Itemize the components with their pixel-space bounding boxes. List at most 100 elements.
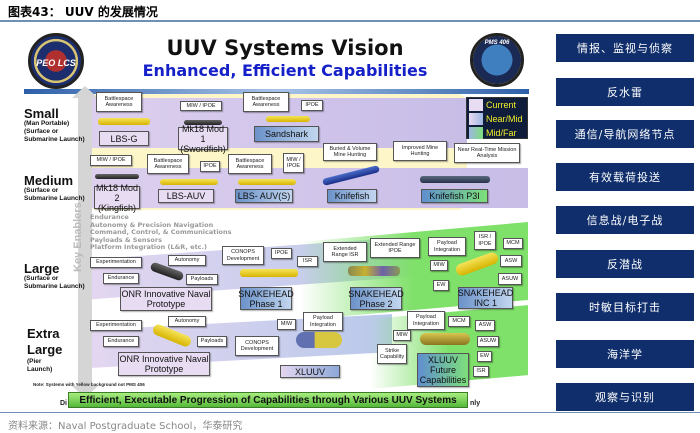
figure-title: 图表43： UUV 的发展情况	[8, 5, 158, 19]
cap-box: MIW / IPOE	[90, 155, 132, 166]
cap-box: MCM	[503, 238, 523, 249]
legend-label: Mid/Far	[486, 128, 517, 138]
cap-box: MIW / IPOE	[283, 153, 304, 173]
key-enablers-axis	[78, 94, 92, 390]
cap-box: ISR	[473, 366, 489, 377]
legend: Current Near/Mid Mid/Far	[466, 97, 528, 139]
lbs-g-vehicle-icon	[98, 118, 150, 125]
enabler-item: Command, Control, & Communications	[90, 228, 232, 236]
logo-left-text: PEO LCS	[36, 58, 76, 68]
legend-label: Near/Mid	[486, 114, 523, 124]
vehicle-lbs-g: LBS-G	[99, 131, 149, 146]
category-small: Small (Man Portable) (Surface or Submari…	[24, 107, 85, 144]
legend-item-mid-far: Mid/Far	[469, 127, 527, 139]
lbs-auv-vehicle-icon	[160, 179, 218, 185]
category-sub: (Man Portable)	[24, 120, 70, 127]
category-sub: Submarine Launch)	[24, 283, 85, 290]
vehicle-xluuv-future: XLUUV Future Capabilities	[417, 353, 469, 387]
snakehead-phase2-vehicle-icon	[348, 266, 400, 276]
cap-box: Experimentation	[90, 320, 142, 331]
axis-arrow-up-icon	[72, 86, 98, 98]
cap-box: Payload Integration	[428, 237, 466, 256]
mission-box-mcm: 反水雷	[556, 78, 694, 106]
cap-box: Autonomy	[168, 255, 206, 266]
cap-box: Extended Range IPOE	[370, 238, 420, 258]
vehicle-lbs-auv: LBS-AUV	[158, 189, 214, 203]
slide-title: UUV Systems Vision	[166, 36, 404, 60]
cap-box: Endurance	[103, 273, 139, 284]
cap-box: Payload Integration	[303, 312, 343, 331]
logo-right-text: PMS 406	[484, 40, 510, 46]
cap-box: Autonomy	[168, 316, 206, 327]
xluuv-future-vehicle-icon	[420, 333, 470, 345]
mission-box-comm-nav: 通信/导航网络节点	[556, 120, 694, 148]
cap-box: IPOE	[271, 248, 292, 259]
banner-right-clip: nly	[470, 400, 481, 407]
vehicle-knifefish-p3i: Knifefish P3I	[421, 189, 488, 203]
category-sub: (Pier Launch)	[27, 358, 53, 373]
mission-box-isr: 情报、监视与侦察	[556, 34, 694, 62]
peo-lcs-logo: PEO LCS	[28, 33, 84, 89]
cap-box: CONOPS Development	[235, 336, 279, 356]
cap-box: ASW	[500, 255, 522, 267]
legend-swatch	[469, 113, 483, 125]
cap-box: MIW	[277, 319, 296, 330]
vehicle-mk18-mod1: Mk18 Mod 1 (Swordfish)	[178, 124, 228, 154]
header-gradient-bar	[24, 89, 529, 94]
mission-box-iw-ew: 信息战/电子战	[556, 206, 694, 234]
cap-box: Battlespace Awareness	[96, 92, 142, 112]
vehicle-onr-prototype-large: ONR Innovative Naval Prototype	[120, 287, 212, 311]
mission-box-asw: 反潜战	[556, 250, 694, 278]
sandshark-vehicle-icon	[266, 116, 310, 122]
legend-item-current: Current	[469, 99, 527, 111]
cap-box: Experimentation	[90, 257, 142, 268]
category-sub: (Surface or	[24, 275, 59, 282]
cap-box: MIW / IPOE	[180, 101, 222, 111]
category-sub: Submarine Launch)	[24, 136, 85, 143]
category-name: Small	[24, 106, 59, 121]
bottom-banner: Efficient, Executable Progression of Cap…	[68, 392, 468, 408]
bottom-divider	[0, 412, 700, 413]
cap-box: Improved Mine Hunting	[393, 141, 447, 161]
vehicle-onr-prototype-xl: ONR Innovative Naval Prototype	[118, 352, 210, 376]
cap-box: EW	[433, 280, 449, 291]
cap-box: Battlespace Awareness	[243, 92, 289, 112]
mission-box-tst: 时敏目标打击	[556, 293, 694, 321]
category-sub: (Surface or	[24, 128, 59, 135]
cap-box: Payloads	[186, 274, 218, 285]
mission-box-observe: 观察与识别	[556, 383, 694, 411]
category-sub: Submarine Launch)	[24, 195, 85, 202]
category-name: Extra Large	[27, 326, 63, 357]
source-note: 资料来源：Naval Postgraduate School，华泰研究	[8, 421, 243, 432]
key-enablers-label: Key Enablers	[72, 202, 84, 272]
cap-box: Battlespace Awareness	[147, 154, 189, 174]
swordfish-vehicle-icon	[184, 120, 222, 125]
category-name: Large	[24, 261, 60, 276]
vehicle-xluuv: XLUUV	[280, 365, 340, 378]
key-enablers-list: Endurance Autonomy & Precision Navigatio…	[90, 213, 232, 252]
slide-subtitle: Enhanced, Efficient Capabilities	[142, 61, 428, 80]
enabler-item: Payloads & Sensors	[90, 235, 162, 244]
legend-swatch	[469, 127, 483, 139]
xluuv-vehicle-icon	[296, 332, 342, 348]
legend-label: Current	[486, 100, 517, 110]
cap-box: Buried & Volume Mine Hunting	[323, 143, 377, 161]
cap-box: ASUW	[498, 273, 522, 285]
banner-left-clip: Di	[60, 400, 67, 407]
cap-box: IPOE	[200, 161, 220, 172]
lbs-auv-s-vehicle-icon	[238, 179, 296, 185]
vehicle-snakehead-phase1: SNAKEHEAD Phase 1	[238, 287, 294, 310]
cap-box: Payload Integration	[407, 311, 445, 330]
enabler-item: Endurance	[90, 213, 129, 221]
cap-box: ISR	[297, 256, 318, 267]
category-sub: (Surface or	[24, 187, 59, 194]
cap-box: Extended Range ISR	[323, 242, 367, 262]
cap-box: MIW	[430, 260, 448, 271]
cap-box: MIW	[393, 330, 411, 341]
category-large: Large (Surface or Submarine Launch)	[24, 262, 85, 291]
knifefish-p3i-vehicle-icon	[420, 176, 490, 183]
vehicle-mk18-mod2: Mk18 Mod 2 (Kingfish)	[94, 182, 140, 213]
enabler-item: Autonomy & Precision Navigation	[90, 220, 214, 229]
category-xlarge: Extra Large (Pier Launch)	[27, 326, 67, 374]
cap-box: ASUW	[477, 336, 499, 347]
